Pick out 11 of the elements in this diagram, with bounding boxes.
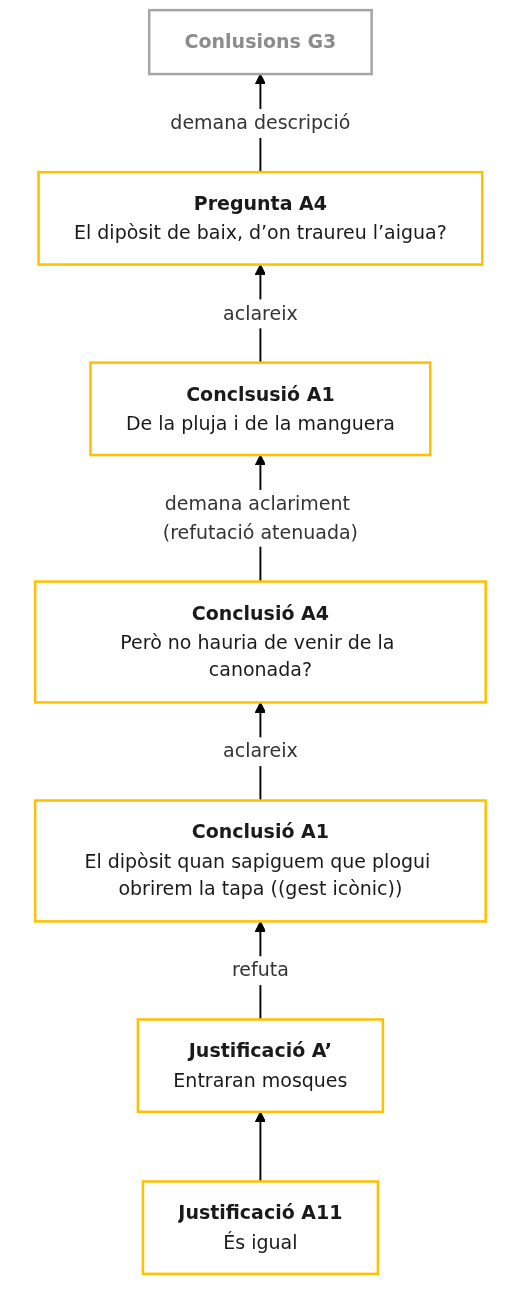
node-box: Conclusió A4 Però no hauria de venir de la canonada? bbox=[33, 580, 488, 704]
edge-label: demana descripció bbox=[170, 111, 351, 135]
edge-label: aclareix bbox=[223, 301, 298, 325]
edge-label: refuta bbox=[232, 958, 289, 982]
node-box: Conclusió A1 El dipòsit quan sapiguem que plogui obrirem la tapa ((gest icònic)) bbox=[33, 799, 488, 923]
node-box: Conclsusió A1 De la pluja i de la manguera bbox=[89, 361, 432, 457]
node-box: Justificació A’ Entraran mosques bbox=[136, 1018, 385, 1114]
edge-label: aclareix bbox=[223, 739, 298, 763]
node-box: Conlusions G3 bbox=[148, 8, 373, 76]
node-box: Pregunta A4 El dipòsit de baix, d’on traureu l’aigua? bbox=[37, 170, 484, 266]
edge-label: demana aclariment (refutació atenuada) bbox=[162, 492, 359, 544]
